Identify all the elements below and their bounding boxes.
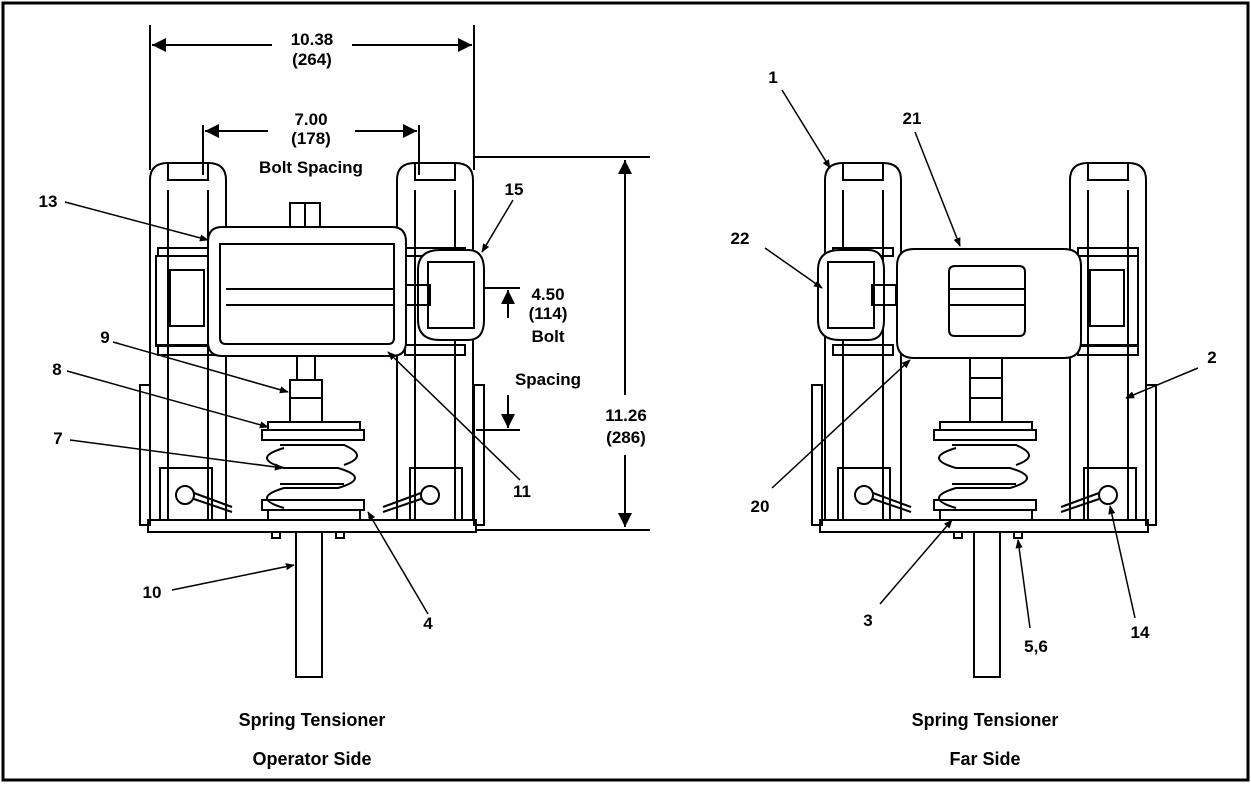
overall-height-metric: (286) [606, 428, 646, 447]
callout-9: 9 [100, 328, 109, 347]
callout-13: 13 [39, 192, 58, 211]
callout-3: 3 [863, 611, 872, 630]
bolt-spacing-h-label: Bolt Spacing [259, 158, 363, 177]
operator-side-drawing [139, 162, 485, 678]
callout-5-6: 5,6 [1024, 637, 1048, 656]
callout-7: 7 [53, 429, 62, 448]
far-caption-line1: Spring Tensioner [912, 710, 1059, 730]
operator-caption-line2: Operator Side [252, 749, 371, 769]
bolt-spacing-h-metric: (178) [291, 129, 331, 148]
callout-22: 22 [731, 229, 750, 248]
overall-width-value: 10.38 [291, 30, 334, 49]
callout-15: 15 [505, 180, 524, 199]
callout-2: 2 [1207, 348, 1216, 367]
callout-8: 8 [52, 360, 61, 379]
bolt-spacing-v-label2: Spacing [515, 370, 581, 389]
bolt-spacing-v-label1: Bolt [531, 327, 564, 346]
callout-21: 21 [903, 109, 922, 128]
callout-10: 10 [143, 583, 162, 602]
overall-width-metric: (264) [292, 50, 332, 69]
bolt-spacing-h-value: 7.00 [294, 110, 327, 129]
callout-20: 20 [751, 497, 770, 516]
callout-14: 14 [1131, 623, 1150, 642]
far-side-drawing [811, 162, 1157, 678]
far-caption-line2: Far Side [949, 749, 1020, 769]
overall-height-value: 11.26 [605, 406, 647, 425]
operator-caption-line1: Spring Tensioner [239, 710, 386, 730]
callout-4: 4 [423, 614, 433, 633]
bolt-spacing-v-value: 4.50 [531, 285, 564, 304]
callout-1: 1 [768, 68, 777, 87]
bolt-spacing-v-metric: (114) [529, 304, 568, 323]
callout-11: 11 [513, 482, 531, 501]
